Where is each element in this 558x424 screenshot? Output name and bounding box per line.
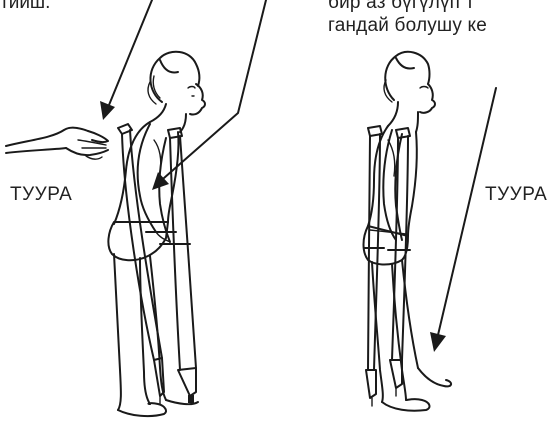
left-figure-group (6, 0, 266, 416)
arrow-to-feet (430, 88, 496, 352)
right-figure-group (364, 52, 497, 411)
right-child (364, 52, 452, 411)
arrow-to-grip (152, 0, 266, 190)
arrow-to-back (100, 0, 152, 120)
helper-hand (6, 128, 108, 159)
left-crutches (118, 124, 196, 404)
left-child (108, 52, 205, 416)
